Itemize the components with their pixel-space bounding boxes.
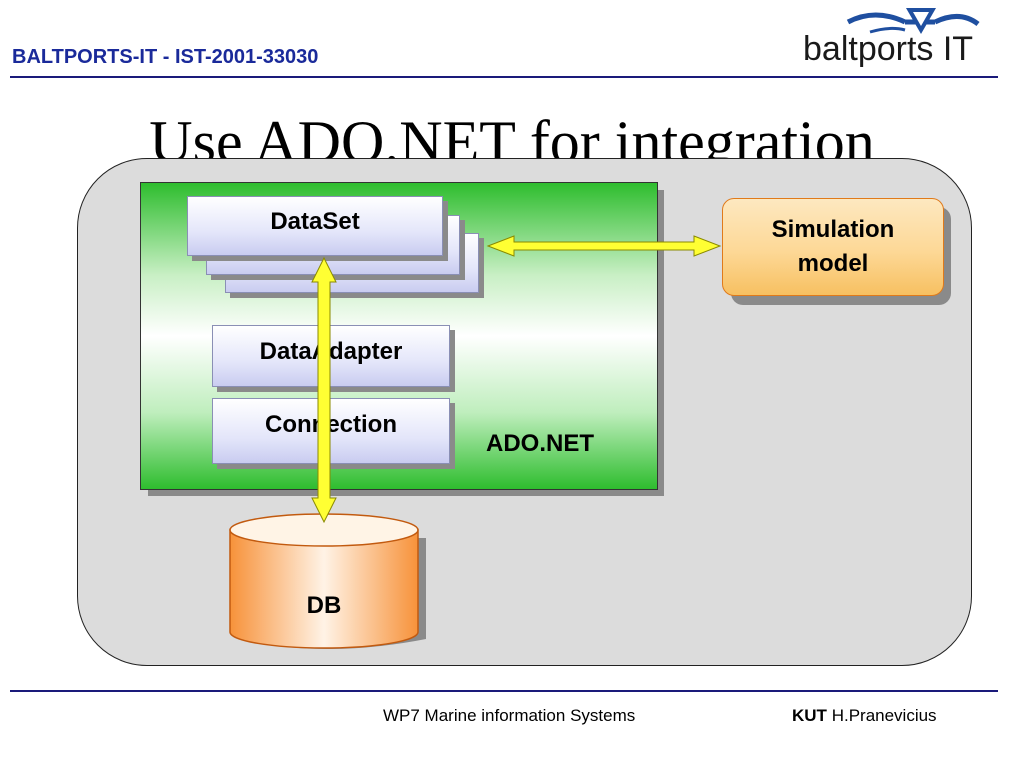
database-cylinder-icon [229,513,426,649]
header-project-code: BALTPORTS-IT - IST-2001-33030 [12,46,319,68]
simulation-model-box: Simulation model [722,198,944,296]
dataset-box: DataSet [187,196,443,256]
footer-work-package: WP7 Marine information Systems [383,706,636,725]
db-label: DB [306,592,342,619]
logo-text: baltports IT [803,30,974,68]
baltports-logo-icon [846,8,980,34]
ado-net-label: ADO.NET [486,430,594,457]
footer-divider [10,690,998,692]
footer-author-name: H.Pranevicius [831,706,937,725]
header-divider [10,76,998,78]
connection-box: Connection [212,398,450,464]
horizontal-double-arrow [486,235,722,257]
footer-org: KUT [792,706,827,725]
footer-author: KUT H.Pranevicius [792,706,937,726]
dataadapter-box: DataAdapter [212,325,450,387]
simulation-label-line1: Simulation [771,216,895,243]
vertical-double-arrow [311,256,337,524]
simulation-label-line2: model [797,250,869,277]
